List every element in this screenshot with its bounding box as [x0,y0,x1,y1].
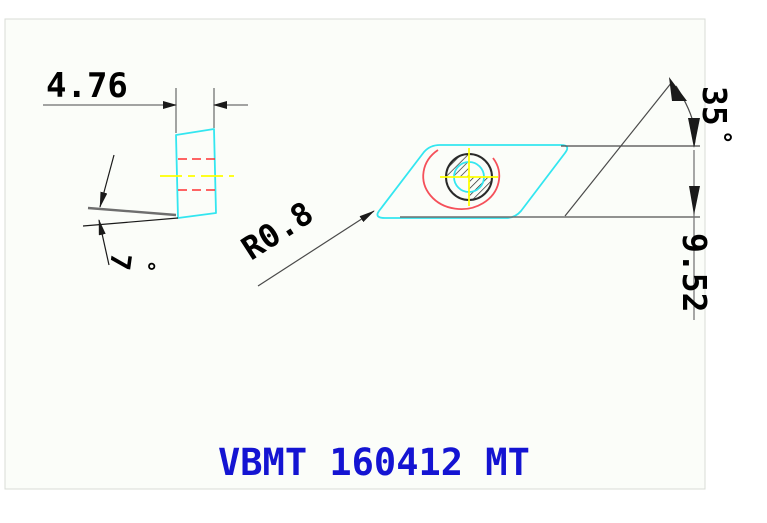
clearance-angle-degree-symbol: ° [132,257,159,274]
nose-angle-degree-symbol: ° [708,130,736,144]
clearance-angle-value: 7 [103,251,138,272]
thickness-value: 4.76 [46,66,128,106]
insert-outline [376,144,569,219]
part-designation-label: VBMT 160412 MT [218,441,530,484]
sheet-border [4,18,706,490]
nose-angle-arrow-lower [688,118,700,148]
side-view-profile [175,128,217,219]
width-dim-arrow-lower [689,186,700,215]
corner-radius-leader [257,210,375,287]
clearance-angle-leader-upper [99,154,115,208]
side-view: 7 ° 4.76 [43,66,248,274]
width-value: 9.52 [675,233,714,312]
side-view-flank-edge [87,206,177,217]
chipbreaker-arc [422,149,501,210]
clearance-angle-leader-lower [98,219,110,266]
nose-angle-leader [564,81,673,217]
nose-angle-value: 35 [695,86,734,126]
nose-angle-arrow-upper [669,77,687,101]
